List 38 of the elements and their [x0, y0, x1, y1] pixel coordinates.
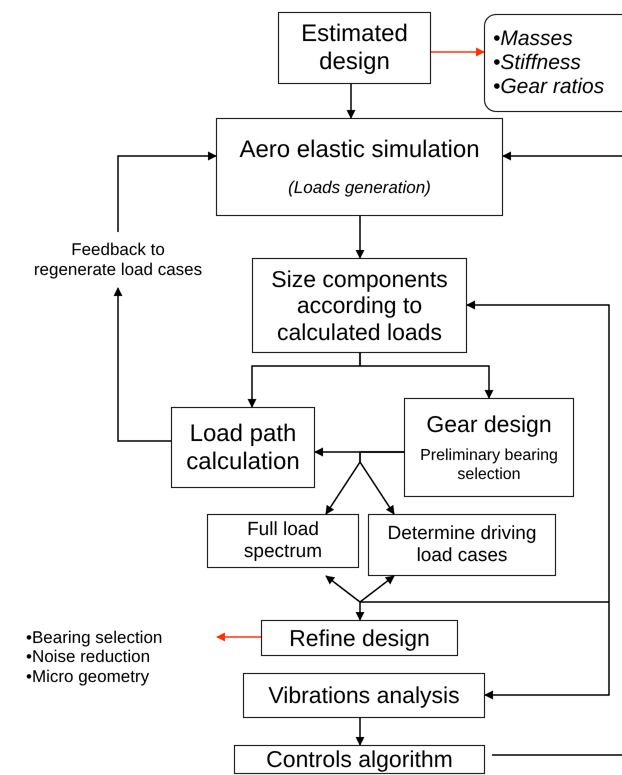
arrow — [356, 216, 364, 259]
arrow — [502, 152, 622, 160]
process-box — [216, 118, 503, 216]
process-box: Vibrations analysis — [243, 673, 485, 718]
arrow — [360, 575, 395, 603]
process-box: Determine driving load cases — [368, 514, 556, 576]
connector-line — [492, 754, 622, 756]
arrow — [431, 48, 485, 56]
arrow — [117, 152, 217, 232]
bullet-item: •Bearing selection — [26, 628, 162, 648]
arrow — [346, 84, 356, 119]
bullet-item: •Noise reduction — [26, 647, 150, 667]
box-title: Aero elastic simulation — [239, 136, 480, 164]
arrow — [466, 300, 610, 602]
arrow — [325, 575, 360, 603]
bullet-item: •Micro geometry — [26, 666, 150, 686]
process-box: Estimated design — [278, 12, 431, 84]
process-box: Refine design — [261, 620, 458, 656]
bullet-item: •Masses — [493, 26, 573, 51]
arrow — [484, 602, 610, 700]
arrow — [359, 353, 494, 399]
arrow — [114, 287, 171, 442]
bullet-item: •Stiffness — [493, 50, 581, 76]
arrow — [359, 451, 404, 515]
feedback-note: Feedback to regenerate load cases — [28, 236, 208, 284]
bullet-item: •Gear ratios — [493, 75, 604, 100]
process-box: Controls algorithm — [234, 745, 485, 774]
process-box: Full load spectrum — [207, 514, 359, 568]
process-box — [404, 398, 574, 497]
box-subtitle: Preliminary bearing selection — [419, 447, 559, 484]
arrow — [216, 632, 261, 642]
note-box — [484, 14, 622, 112]
process-box: Load path calculation — [171, 407, 315, 488]
arrow — [356, 718, 364, 746]
box-title: Gear design — [426, 410, 552, 438]
arrow — [356, 601, 609, 621]
box-subtitle: (Loads generation) — [288, 178, 431, 198]
process-box: Size components according to calculated loads — [252, 258, 467, 353]
